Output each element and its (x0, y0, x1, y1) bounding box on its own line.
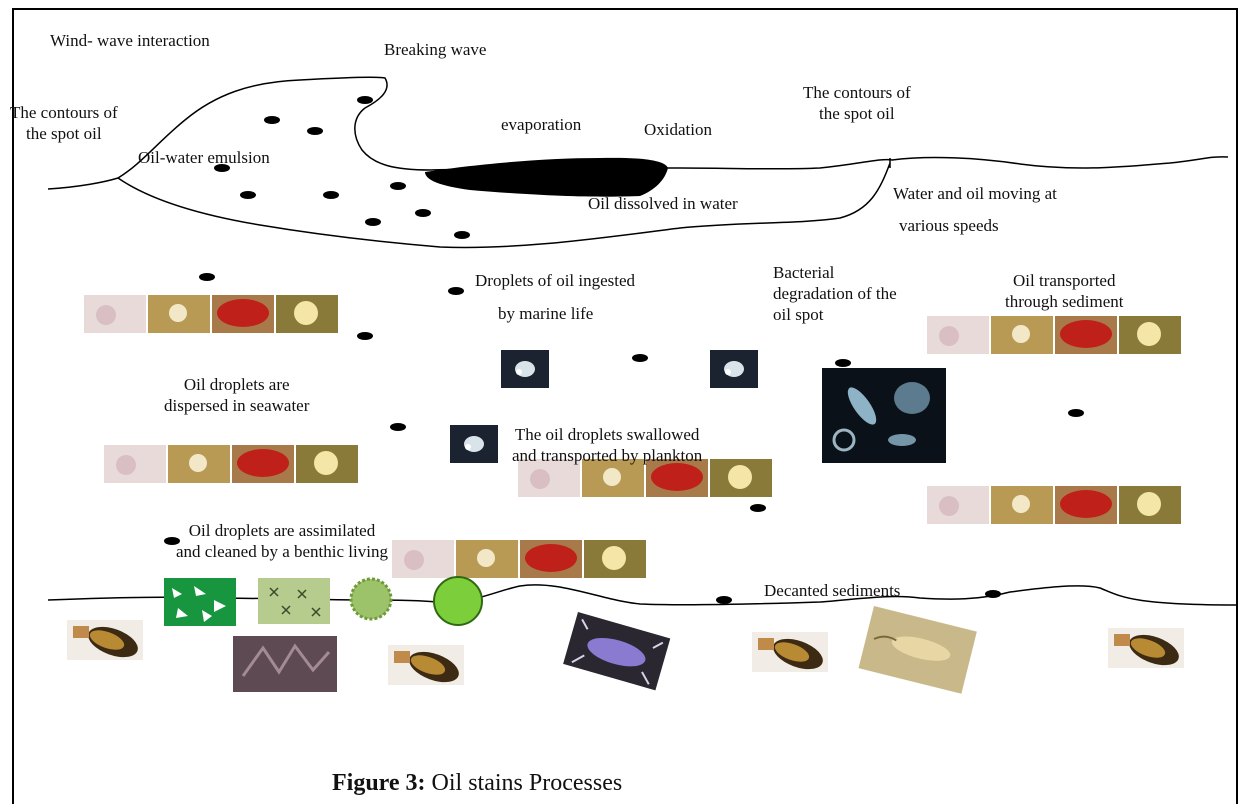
oil-droplet (448, 287, 464, 295)
oil-droplet (357, 332, 373, 340)
label-by-marine-life: by marine life (498, 304, 594, 323)
oil-droplet (357, 96, 373, 104)
rock-organism-image (233, 636, 337, 692)
plankton-cell-1 (501, 350, 549, 388)
oil-droplet (632, 354, 648, 362)
oil-droplet (307, 127, 323, 135)
label-oil-assimilated-benthic: Oil droplets are assimilated and cleaned… (176, 521, 388, 561)
plankton-cell-3 (450, 425, 498, 463)
green-cell-round (433, 576, 483, 626)
label-wind-wave-interaction: Wind- wave interaction (50, 31, 210, 50)
green-cell-spiky (349, 577, 393, 621)
oil-droplet (1068, 409, 1084, 417)
plankton-strip-2 (927, 316, 1181, 354)
label-water-oil-moving: Water and oil moving at (893, 184, 1057, 203)
label-contours-left: The contours of the spot oil (10, 103, 118, 143)
label-oxidation: Oxidation (644, 120, 712, 139)
label-contours-right: The contours of the spot oil (803, 83, 911, 123)
label-oil-water-emulsion: Oil-water emulsion (138, 148, 270, 167)
plankton-strip-6 (392, 540, 646, 578)
oil-droplet (214, 164, 230, 172)
oil-droplet (390, 423, 406, 431)
figure-frame (12, 8, 1238, 804)
oil-droplet (323, 191, 339, 199)
crab-image (563, 612, 671, 691)
label-oil-transported-sediment: Oil transported through sediment (1005, 271, 1124, 311)
label-various-speeds: various speeds (899, 216, 999, 235)
bacteria-microscope-image (822, 368, 946, 463)
label-oil-dispersed: Oil droplets are dispersed in seawater (164, 375, 310, 415)
oil-droplet (365, 218, 381, 226)
label-breaking-wave: Breaking wave (384, 40, 487, 59)
plankton-strip-1 (84, 295, 338, 333)
plankton-strip-3 (104, 445, 358, 483)
spot-lower-contour (117, 162, 891, 249)
oil-droplet (390, 182, 406, 190)
figure-caption: Figure 3: Oil stains Processes (332, 770, 622, 797)
oil-droplet (415, 209, 431, 217)
label-decanted-sediments: Decanted sediments (764, 581, 901, 600)
algae-patch-dark (164, 578, 236, 626)
oil-droplet (750, 504, 766, 512)
label-bacterial-degradation: Bacterial degradation of the oil spot (773, 263, 897, 324)
caption-prefix: Figure 3: (332, 770, 426, 796)
thick-oil-slick (425, 157, 668, 197)
oil-droplet (199, 273, 215, 281)
oil-droplet (985, 590, 1001, 598)
mussel-image-3 (752, 632, 828, 676)
plankton-strip-5 (927, 486, 1181, 524)
oil-droplet (164, 537, 180, 545)
plankton-cell-2 (710, 350, 758, 388)
mussel-image-1 (67, 620, 143, 664)
sediment-shrimp-image (858, 606, 977, 694)
label-evaporation: evaporation (501, 115, 582, 134)
oil-droplet (264, 116, 280, 124)
oil-droplet (716, 596, 732, 604)
label-oil-dissolved: Oil dissolved in water (588, 194, 738, 213)
algae-patch-star (258, 578, 330, 624)
caption-text: Oil stains Processes (425, 770, 623, 796)
mussel-image-2 (388, 645, 464, 689)
oil-droplet (835, 359, 851, 367)
mussel-image-4 (1108, 628, 1184, 672)
oil-droplet (240, 191, 256, 199)
oil-droplet (454, 231, 470, 239)
oil-droplets (164, 96, 1084, 604)
sea-surface-line (47, 76, 1229, 190)
label-droplets-ingested: Droplets of oil ingested (475, 271, 636, 290)
label-oil-swallowed-plankton: The oil droplets swallowed and transport… (512, 425, 703, 465)
